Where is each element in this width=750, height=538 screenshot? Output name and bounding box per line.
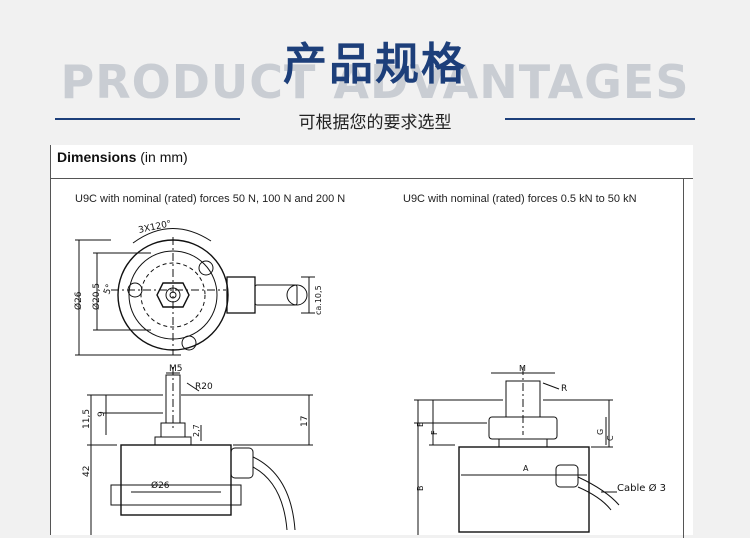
right-side-view: [414, 367, 620, 535]
right-drawing-caption: U9C with nominal (rated) forces 0.5 kN t…: [403, 193, 637, 205]
right-divider: [505, 118, 695, 120]
dim-d26-bottom: Ø26: [151, 480, 170, 491]
dim-f: F: [430, 430, 439, 435]
dim-m: M: [519, 364, 526, 373]
dim-d20-5: Ø20,5: [91, 283, 102, 310]
dim-c: C: [606, 435, 615, 441]
dim-e: E: [416, 422, 425, 427]
dim-m5: M5: [169, 364, 183, 374]
dim-r20: R20: [195, 382, 213, 392]
dim-b: B: [416, 486, 425, 492]
left-side-view: [87, 367, 313, 535]
left-top-view: [75, 228, 315, 356]
technical-drawings: 3X120° Ø26 Ø20,5 5° ca.10,5: [73, 219, 666, 535]
page-title: 产品规格: [283, 39, 467, 90]
dim-d26-top: Ø26: [73, 291, 84, 310]
dim-ca-10-5: ca.10,5: [314, 285, 323, 315]
dim-h9: 9: [97, 411, 107, 417]
left-drawing-caption: U9C with nominal (rated) forces 50 N, 10…: [75, 193, 346, 205]
dim-r: R: [561, 384, 567, 394]
dim-a: A: [523, 464, 529, 473]
dim-h42: 42: [82, 466, 92, 477]
dim-g: G: [596, 429, 605, 435]
dimensions-heading: Dimensions (in mm): [57, 149, 188, 165]
dimensions-heading-bold: Dimensions: [57, 149, 137, 165]
dimensions-sheet: Dimensions (in mm) U9C with nominal (rat…: [50, 145, 693, 538]
cable-label: Cable Ø 3: [617, 482, 666, 494]
dim-h2-7: 2,7: [192, 424, 201, 437]
dim-h11-5: 11,5: [82, 409, 92, 429]
dimensions-heading-unit: (in mm): [140, 149, 188, 165]
sheet-divider: [51, 178, 693, 179]
sheet-right-border: [683, 178, 684, 538]
dim-h17: 17: [300, 416, 310, 427]
background-word: PRODUCT ADVANTAGES: [60, 55, 690, 109]
page-subtitle: 可根据您的要求选型: [298, 113, 452, 133]
page-header: PRODUCT ADVANTAGES 产品规格 可根据您的要求选型: [0, 0, 750, 140]
dim-angle-5: 5°: [102, 283, 115, 296]
left-divider: [55, 118, 240, 120]
angle-label: 3X120°: [138, 219, 173, 236]
